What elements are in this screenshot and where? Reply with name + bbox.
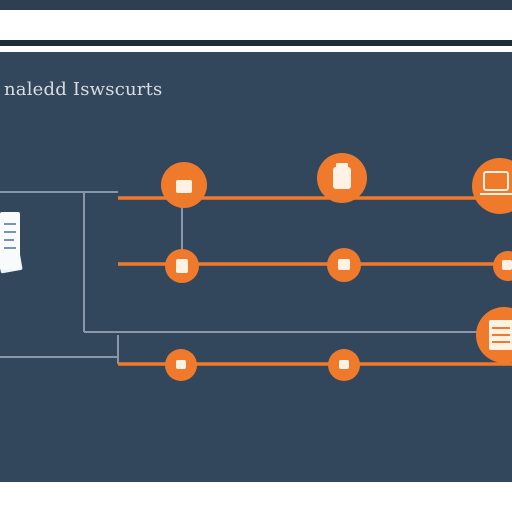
document-icon: [0, 212, 23, 274]
node-c2[interactable]: [328, 349, 360, 381]
jar-icon: [333, 167, 351, 189]
top-bar: [0, 0, 512, 10]
node-b2[interactable]: [327, 248, 361, 282]
laptop-icon: [483, 171, 509, 191]
jar-icon: [176, 259, 188, 273]
node-a3[interactable]: [472, 158, 512, 214]
flow-diagram: [0, 153, 512, 381]
box-icon: [176, 180, 192, 193]
node-a2[interactable]: [317, 153, 367, 203]
node-c3[interactable]: [476, 307, 512, 363]
box-icon: [338, 259, 350, 270]
dot-icon: [176, 360, 186, 369]
diagram-panel: naledd Iswscurts: [0, 52, 512, 482]
diagram-title: naledd Iswscurts: [4, 79, 163, 100]
box-icon: [502, 260, 512, 270]
document-sheet: [0, 212, 20, 270]
node-b3[interactable]: [493, 251, 512, 281]
jar-lid: [336, 163, 348, 168]
toolbar-area: [0, 10, 512, 42]
dot-icon: [339, 360, 349, 369]
divider: [0, 40, 512, 46]
frame-lines: [0, 191, 500, 364]
bottom-strip: [0, 482, 512, 512]
node-c1[interactable]: [165, 349, 197, 381]
node-a1[interactable]: [161, 162, 207, 208]
node-b1[interactable]: [165, 249, 199, 283]
node-circle: [472, 158, 512, 214]
